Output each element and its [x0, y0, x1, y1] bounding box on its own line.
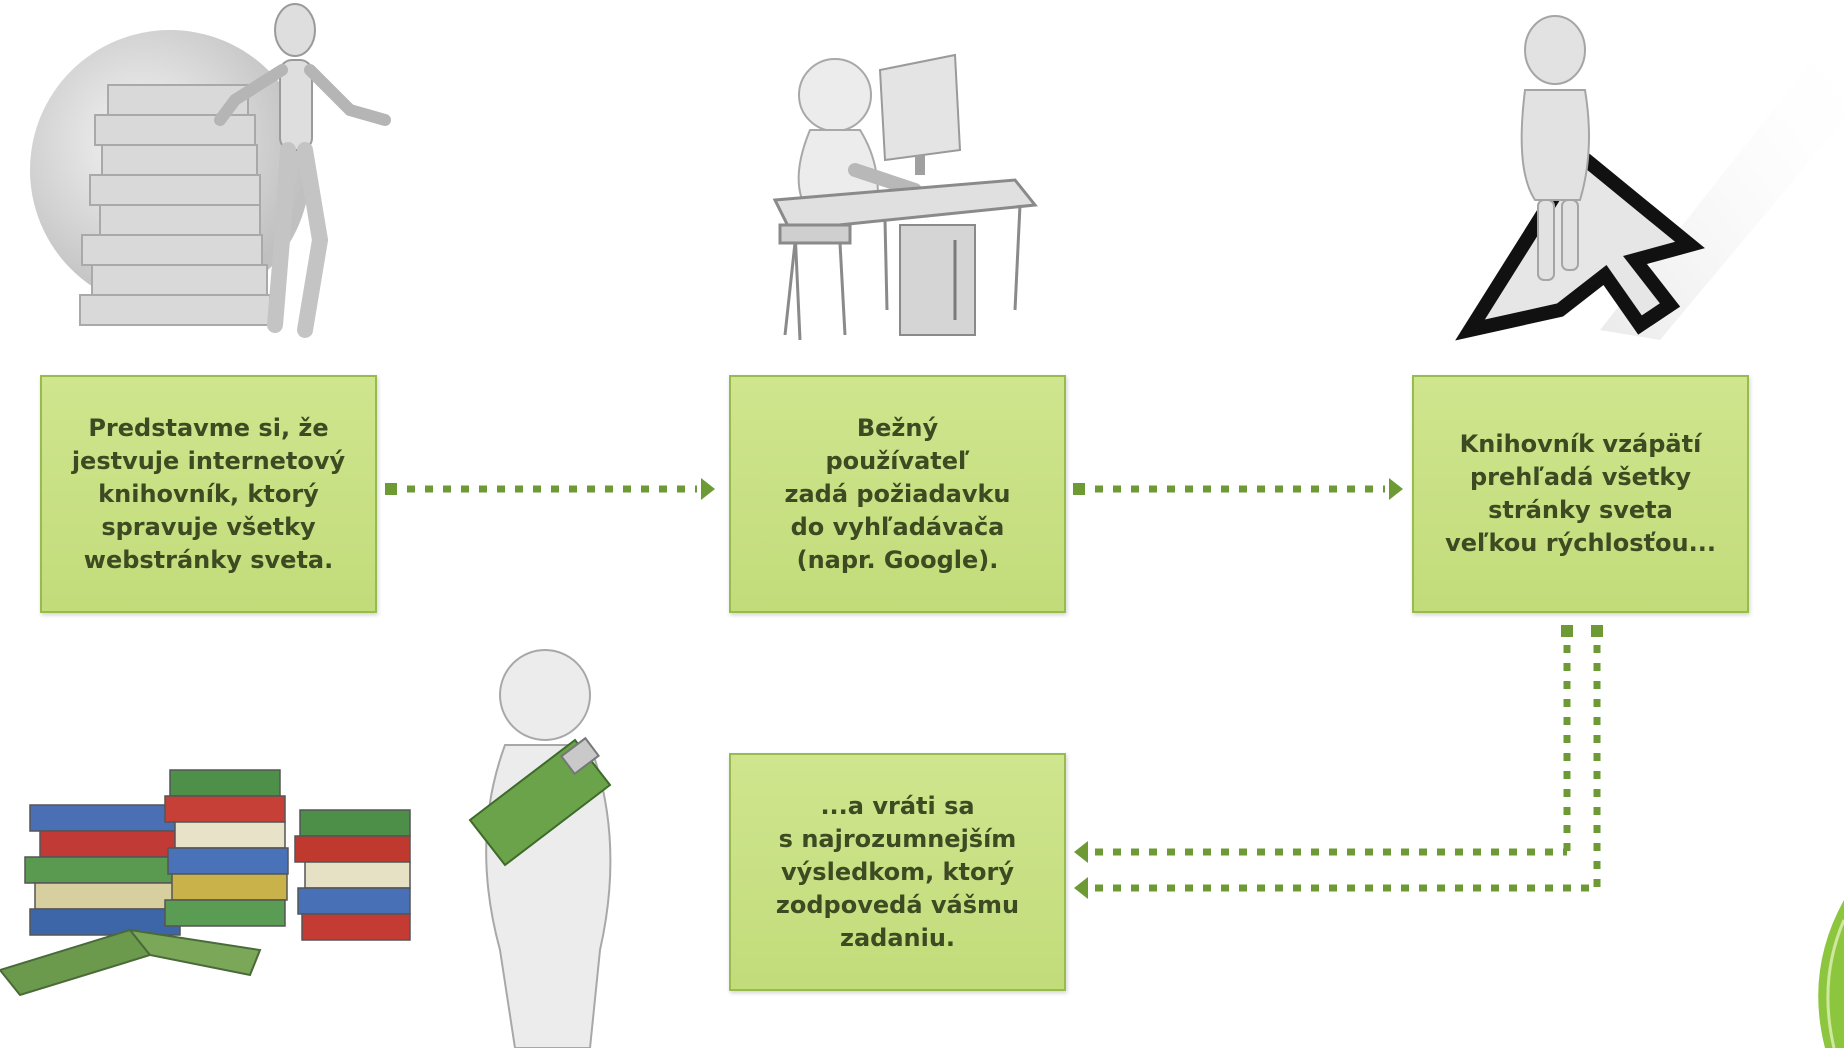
open-book-icon — [0, 928, 262, 997]
librarian-with-books-and-globe-illustration — [30, 3, 391, 338]
figure-riding-cursor-illustration — [1455, 15, 1844, 341]
computer-tower-icon — [899, 224, 976, 336]
book-stack-icon — [79, 84, 271, 326]
colored-books-icon — [24, 769, 411, 941]
step-3-text: Knihovník vzápätí prehľadá všetky stránk… — [1445, 430, 1716, 557]
arrow-step3-to-step4 — [1074, 625, 1603, 899]
step-1-text: Predstavme si, že jestvuje internetový k… — [71, 413, 346, 574]
leaf-decoration-icon — [1818, 900, 1844, 1048]
chair-icon — [778, 223, 852, 336]
step-box-4: ...a vráti sa s najrozumnejším výsledkom… — [729, 753, 1066, 991]
computer-monitor-icon — [878, 53, 962, 175]
mannequin-icon — [214, 3, 391, 338]
step-box-1: Predstavme si, že jestvuje internetový k… — [40, 375, 377, 613]
standing-figure-icon — [1520, 15, 1590, 281]
user-at-computer-illustration — [772, 53, 1038, 341]
step-box-3: Knihovník vzápätí prehľadá všetky stránk… — [1412, 375, 1749, 613]
usb-drive-icon — [468, 736, 612, 867]
books-and-figure-with-usb-illustration — [0, 649, 612, 1048]
step-box-2: Bežný používateľ zadá požiadavku do vyhľ… — [729, 375, 1066, 613]
arrow-step2-to-step3 — [1073, 478, 1403, 500]
cursor-arrow-icon — [1455, 144, 1705, 341]
arrow-step1-to-step2 — [385, 478, 715, 500]
step-4-text: ...a vráti sa s najrozumnejším výsledkom… — [775, 791, 1020, 952]
step-2-text: Bežný používateľ zadá požiadavku do vyhľ… — [784, 413, 1011, 574]
